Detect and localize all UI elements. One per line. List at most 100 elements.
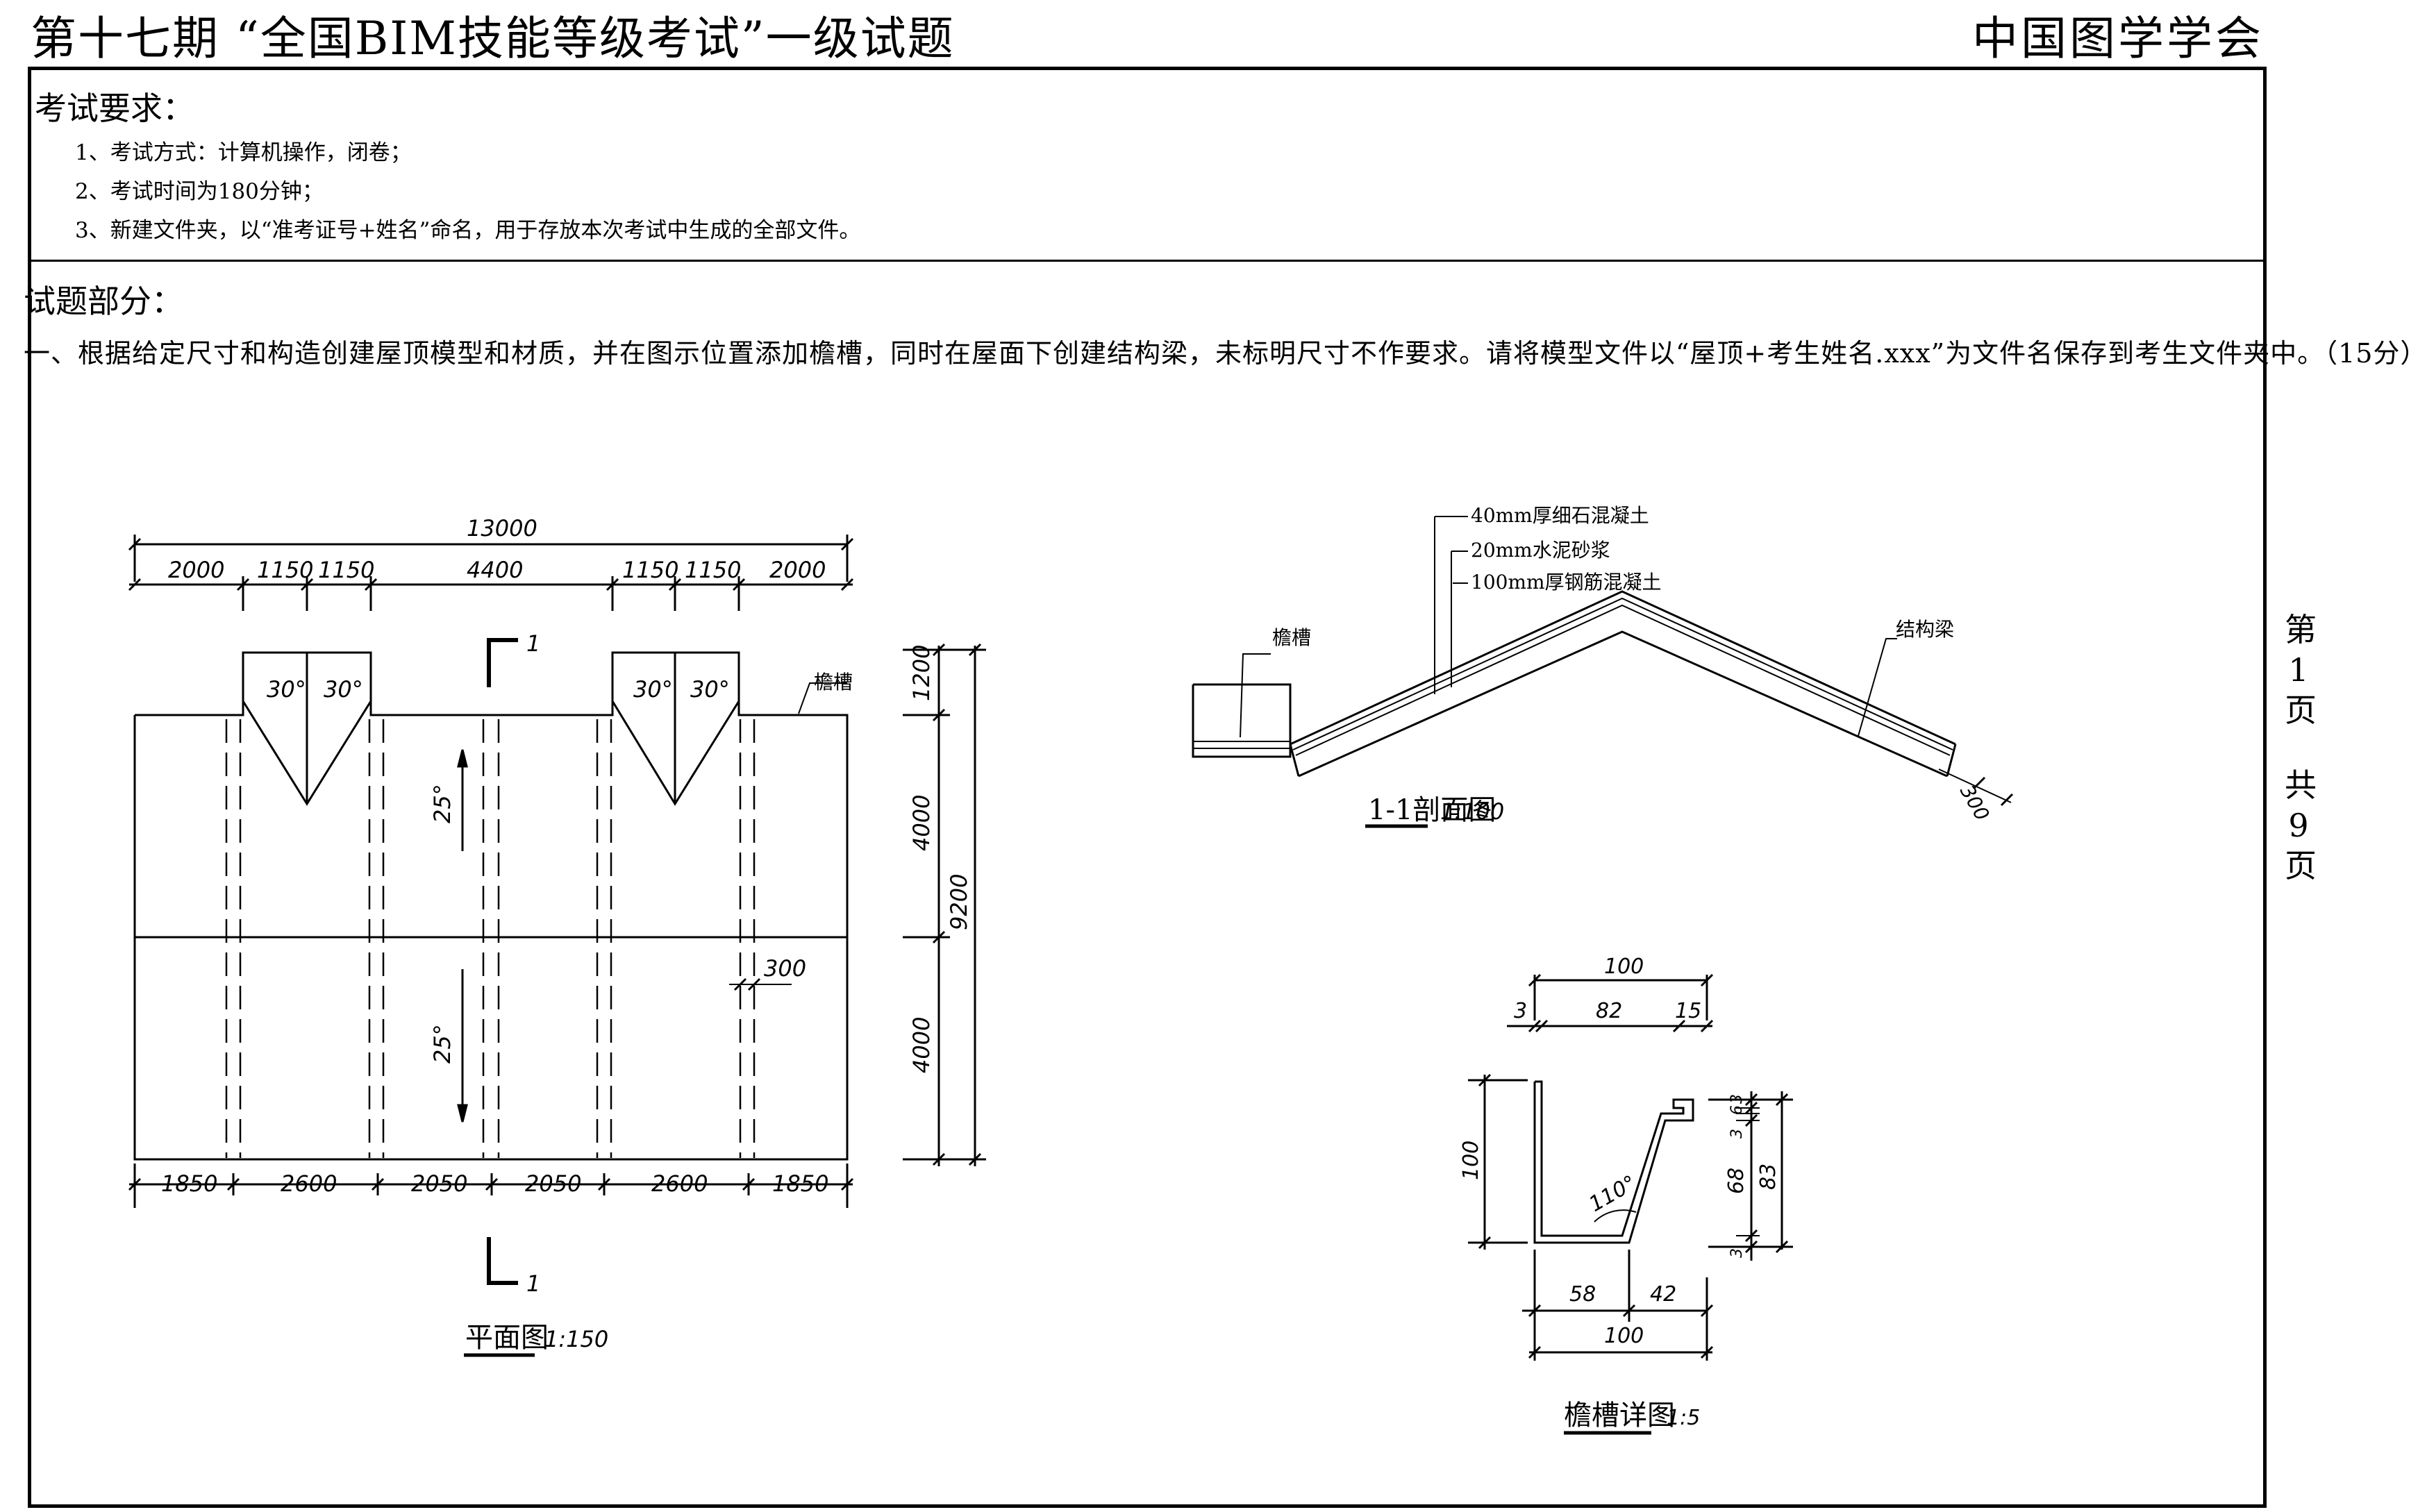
- section-mark-label: 1: [526, 630, 540, 657]
- drawing-stroke: [1744, 1240, 1758, 1254]
- dim-label: 4400: [467, 557, 523, 583]
- beam-dim-label: 300: [1955, 781, 1994, 825]
- dim-label: 100: [1604, 1324, 1644, 1348]
- dim-label: 82: [1596, 999, 1622, 1023]
- drawing-canvas: 13000 2000 1150 1150 4400 1150 1150 2000…: [128, 504, 2014, 1435]
- gutter-label: 檐槽: [814, 671, 853, 694]
- dim-label: 83: [1756, 1164, 1780, 1190]
- beam-label: 结构梁: [1896, 618, 1954, 641]
- slope-label: 25°: [429, 1024, 456, 1064]
- plan-labels: 13000 2000 1150 1150 4400 1150 1150 2000…: [161, 515, 972, 1354]
- drawing-stroke: [1528, 1345, 1542, 1359]
- angle-label: 30°: [324, 676, 363, 703]
- dim-label: 3: [1728, 1129, 1746, 1139]
- gutter-detail-scale: 1:5: [1667, 1406, 1700, 1430]
- drawing-stroke: [968, 643, 982, 657]
- dim-label: 2000: [769, 557, 826, 583]
- dim-label: 1200: [908, 645, 935, 701]
- bottom-dim-ticks: [128, 1164, 854, 1208]
- drawing-stroke: [487, 638, 518, 687]
- organization-name: 中国图学学会: [1972, 12, 2264, 65]
- drawing-stroke: [1700, 973, 1714, 987]
- dim-label: 2050: [411, 1170, 467, 1197]
- section-mark-label: 1: [526, 1270, 540, 1297]
- roof-layer: [1295, 604, 1951, 756]
- section-labels: 40mm厚细石混凝土 20mm水泥砂浆 100mm厚钢筋混凝土 檐槽 结构梁 3…: [1272, 504, 1994, 826]
- dim-label: 2600: [651, 1170, 708, 1197]
- drawing-stroke: [1535, 1019, 1549, 1033]
- question-text: 一、根据给定尺寸和构造创建屋顶模型和材质，并在图示位置添加檐槽，同时在屋面下创建…: [24, 338, 2427, 369]
- drawing-stroke: [1622, 1304, 1636, 1318]
- drawing-stroke: [932, 643, 946, 657]
- drawing-stroke: [487, 1237, 518, 1285]
- angle-label: 110°: [1585, 1170, 1641, 1216]
- dim-label: 4000: [908, 795, 935, 851]
- dim-label: 2000: [168, 557, 224, 583]
- drawing-stroke: [1972, 776, 1986, 790]
- pager-char: 9: [2288, 807, 2309, 844]
- question-section-title: 试题部分：: [24, 283, 183, 320]
- section-caption: 1-1剖面图: [1368, 794, 1496, 826]
- gutter-detail: [1468, 973, 1793, 1435]
- dim-label: 100: [1604, 955, 1644, 979]
- right-dim-ticks: [903, 643, 986, 1166]
- dim-label: 42: [1650, 1282, 1676, 1307]
- dim-label: 3: [1728, 1094, 1746, 1104]
- dim-label: 15: [1675, 999, 1701, 1023]
- layer-label: 20mm水泥砂浆: [1471, 539, 1610, 562]
- drawing-stroke: [1240, 653, 1271, 738]
- section-scale: 1:100: [1440, 798, 1504, 825]
- dim-label: 1850: [161, 1170, 217, 1197]
- drawing-stroke: [1594, 1209, 1637, 1223]
- pager-char: 页: [2285, 691, 2317, 729]
- top-dim-ticks: [128, 576, 854, 611]
- drawing-stroke: [1744, 1114, 1758, 1127]
- dim-label: 1150: [622, 557, 678, 583]
- drawing-stroke: [1775, 1093, 1789, 1107]
- drawing-stroke: [1744, 1093, 1758, 1107]
- drawing-stroke: [798, 682, 847, 714]
- drawing-stroke: [932, 708, 946, 722]
- drawing-stroke: [457, 749, 468, 768]
- plan-outline: [133, 651, 849, 1161]
- drawing-stroke: [1700, 1304, 1714, 1318]
- drawing-stroke: [1946, 744, 1957, 777]
- drawing-stroke: [932, 930, 946, 944]
- beam-lines: [225, 719, 756, 1158]
- drawing-stroke: [1700, 1345, 1714, 1359]
- drawing-stroke: [968, 1152, 982, 1166]
- drawing-frame: [28, 67, 2267, 1508]
- pager-char: 1: [2288, 651, 2309, 689]
- plan-view: [128, 535, 986, 1357]
- drawing-stroke: [128, 578, 142, 591]
- roof-layer: [1292, 597, 1953, 750]
- dim-label: 1150: [318, 557, 374, 583]
- layer-label: 100mm厚钢筋混凝土: [1471, 571, 1662, 594]
- drawing-stroke: [128, 537, 142, 551]
- drawing-stroke: [1858, 638, 1897, 737]
- dim-label: 3: [1728, 1248, 1746, 1258]
- drawing-stroke: [1672, 1019, 1686, 1033]
- drawing-stroke: [1478, 1073, 1492, 1087]
- dim-label: 58: [1569, 1282, 1596, 1307]
- gutter-detail-caption: 檐槽详图: [1564, 1400, 1675, 1431]
- roof-bottom: [1298, 630, 1948, 778]
- drawing-stroke: [1289, 744, 1300, 777]
- angle-label: 30°: [690, 676, 730, 703]
- requirement-item: 1、考试方式：计算机操作，闭卷；: [75, 140, 412, 165]
- layer-label: 40mm厚细石混凝土: [1471, 504, 1649, 527]
- section-divider: [28, 260, 2267, 262]
- dim-label: 2050: [525, 1170, 581, 1197]
- dim-label: 1150: [257, 557, 313, 583]
- gutter-label: 檐槽: [1272, 626, 1311, 649]
- dim-label: 9200: [946, 874, 972, 930]
- dim-label: 4000: [908, 1017, 935, 1073]
- drawing-stroke: [1478, 1236, 1492, 1250]
- pager-char: 页: [2285, 847, 2317, 884]
- pager-char: 共: [2285, 766, 2317, 804]
- dim-label: 3: [1514, 999, 1527, 1023]
- plan-scale: 1:150: [544, 1326, 608, 1352]
- plan-caption: 平面图: [465, 1322, 549, 1354]
- drawing-stroke: [840, 578, 854, 591]
- dim-label: 1150: [685, 557, 741, 583]
